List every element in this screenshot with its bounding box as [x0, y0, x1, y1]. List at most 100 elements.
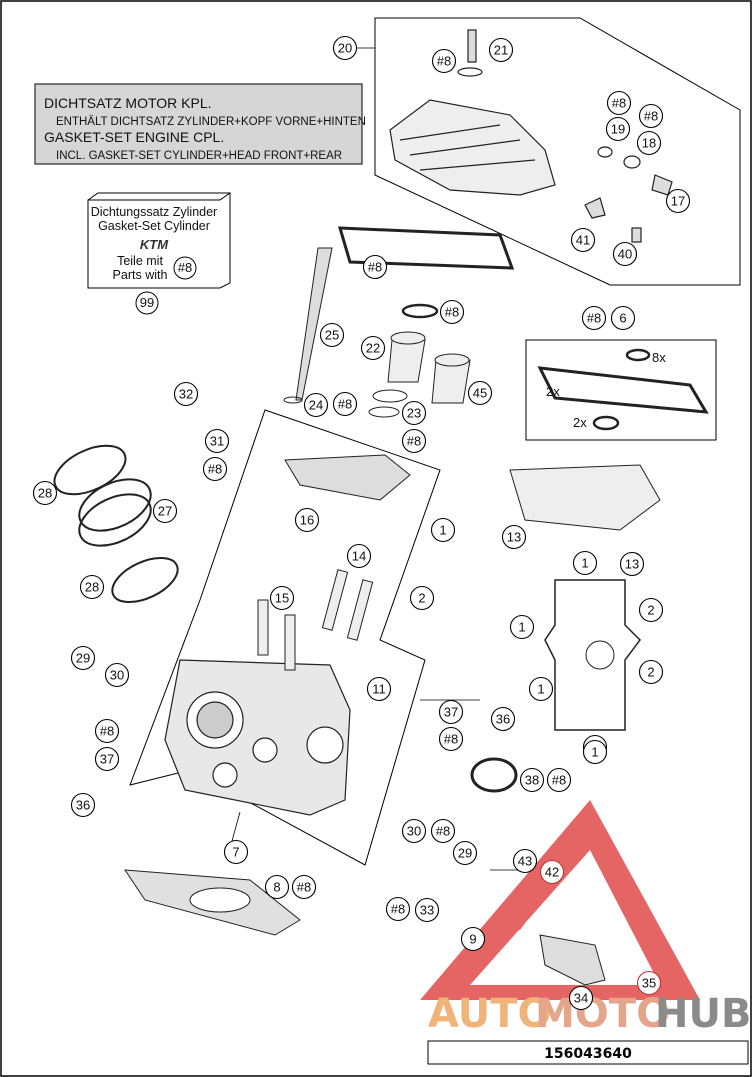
cylinder-head-part: [164, 659, 351, 816]
callout-c29a: 29: [70, 645, 96, 671]
callout-label: 19: [611, 122, 625, 137]
callout-label: #8: [297, 880, 311, 895]
callout-c38: 38: [519, 767, 545, 793]
callout-c7: 7: [223, 839, 249, 865]
callout-c22: 22: [360, 335, 386, 361]
callout-c23: 23: [401, 400, 427, 426]
document-number: 156043640: [544, 1046, 632, 1062]
valve-cover-gasket: [337, 226, 515, 270]
callout-c8d: #8: [362, 254, 388, 280]
callout-c1b: 1: [572, 550, 598, 576]
callout-label: 8: [273, 880, 280, 895]
callout-label: #8: [208, 462, 222, 477]
cylinder-head-frame: [129, 409, 441, 866]
callout-c8f: #8: [581, 305, 607, 331]
callout-label: 2: [418, 591, 425, 606]
kit-line3: Teile mit: [117, 254, 163, 268]
callout-label: 14: [352, 549, 366, 564]
callout-label: 18: [642, 136, 656, 151]
label-8x: 8x: [652, 350, 666, 365]
callout-c21: 21: [488, 37, 514, 63]
callout-label: #8: [437, 54, 451, 69]
callout-c34: 34: [568, 985, 594, 1011]
callout-c2b: 2: [638, 597, 664, 623]
callout-c8j: #8: [438, 726, 464, 752]
callout-c30b: 30: [401, 818, 427, 844]
camshaft-bearing-part: [509, 464, 661, 531]
callout-label: 40: [618, 247, 632, 262]
callout-label: 6: [619, 311, 626, 326]
callout-label: 20: [338, 41, 352, 56]
callout-c31: 31: [204, 428, 230, 454]
callout-label: 15: [275, 591, 289, 606]
callout-c8m: #8: [430, 818, 456, 844]
callout-c24: 24: [303, 392, 329, 418]
callout-c8l: #8: [546, 767, 572, 793]
callout-label: 38: [525, 773, 539, 788]
kit-line2: Gasket-Set Cylinder: [98, 219, 210, 233]
bolt-part: [295, 247, 333, 401]
callout-label: 37: [100, 752, 114, 767]
callout-label: 29: [458, 846, 472, 861]
valve-cover-part: [389, 29, 673, 243]
gasket-line1: DICHTSATZ MOTOR KPL.: [44, 95, 212, 111]
callout-label: 1: [581, 556, 588, 571]
callout-c28b: 28: [79, 574, 105, 600]
callout-c20: 20: [332, 35, 358, 61]
callout-label: #8: [100, 724, 114, 739]
callout-c1c: 1: [509, 614, 535, 640]
callout-label: 1: [439, 523, 446, 538]
callout-c2a: 2: [409, 585, 435, 611]
callout-c17: 17: [665, 188, 691, 214]
callout-label: 9: [469, 932, 476, 947]
callout-c19: 19: [605, 116, 631, 142]
callout-label: 13: [507, 530, 521, 545]
label-2x-a: 2x: [546, 384, 560, 399]
callout-c8e: #8: [439, 299, 465, 325]
intake-boot-part: [53, 444, 179, 604]
cam-carrier-part: [284, 454, 411, 501]
callout-c8p: #8: [385, 896, 411, 922]
callout-c13b: 13: [619, 551, 645, 577]
callout-label: #8: [338, 397, 352, 412]
callout-c1a: 1: [430, 517, 456, 543]
callout-label: 1: [591, 745, 598, 760]
callout-c8h: #8: [401, 428, 427, 454]
svg-text:MOTO: MOTO: [535, 991, 670, 1037]
callout-label: 29: [76, 651, 90, 666]
callout-label: 25: [325, 328, 339, 343]
callout-c45: 45: [467, 380, 493, 406]
callout-label: 7: [232, 845, 239, 860]
callout-label: #8: [445, 305, 459, 320]
callout-label: 32: [179, 387, 193, 402]
callout-label: #8: [368, 260, 382, 275]
callout-label: 17: [671, 194, 685, 209]
svg-text:HUB: HUB: [655, 991, 751, 1037]
callout-label: 23: [407, 406, 421, 421]
callout-label: 33: [420, 903, 434, 918]
callout-c8o: #8: [291, 874, 317, 900]
callout-c9: 9: [460, 926, 486, 952]
gasket-line4: INCL. GASKET-SET CYLINDER+HEAD FRONT+REA…: [56, 150, 342, 162]
gasket-kit-box: Dichtungssatz Zylinder Gasket-Set Cylind…: [87, 192, 231, 315]
callout-label: 28: [38, 486, 52, 501]
callout-label: #8: [444, 732, 458, 747]
callout-c32: 32: [173, 381, 199, 407]
callout-label: 45: [473, 386, 487, 401]
callout-c14: 14: [346, 543, 372, 569]
callout-label: 30: [110, 668, 124, 683]
svg-text:AUTO: AUTO: [428, 991, 552, 1037]
callout-label: 21: [494, 43, 508, 58]
callout-c13a: 13: [501, 524, 527, 550]
callout-label: #8: [436, 824, 450, 839]
callout-label: 2: [647, 603, 654, 618]
o-ring-part: [470, 757, 518, 793]
callout-c16: 16: [294, 507, 320, 533]
callout-label: 24: [309, 398, 323, 413]
callout-c8n: 8: [264, 874, 290, 900]
valve-guides-part: [257, 569, 374, 671]
tappets-part: [368, 303, 471, 418]
inset-gasket: [537, 366, 709, 414]
